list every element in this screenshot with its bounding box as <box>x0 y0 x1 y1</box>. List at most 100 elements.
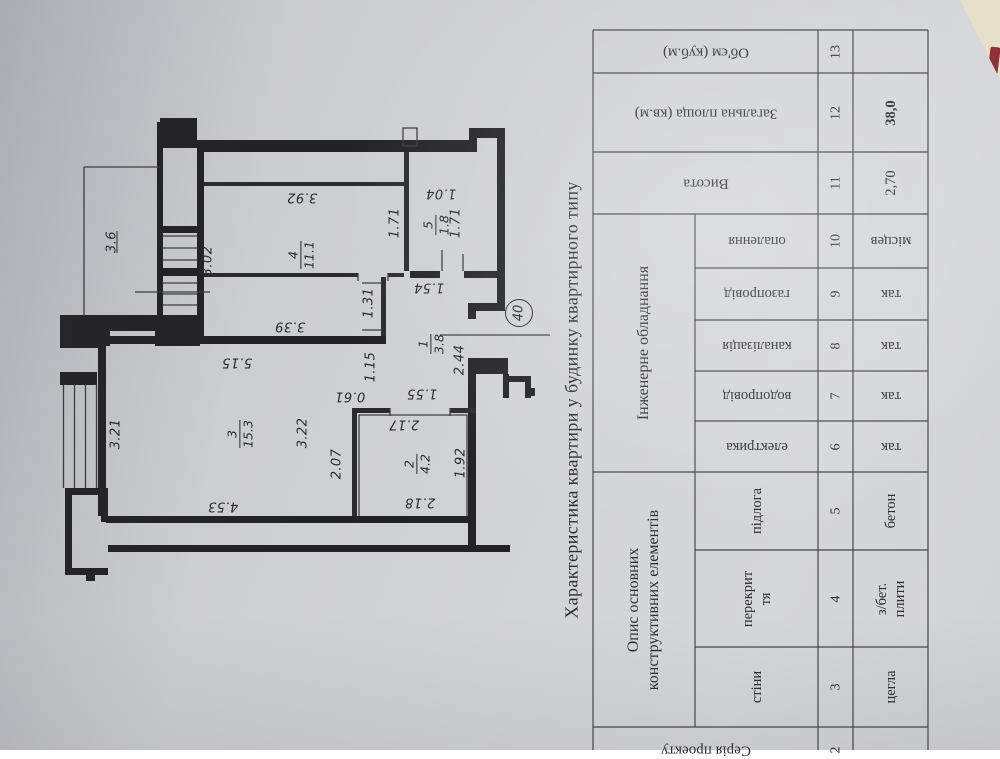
room-area: 15.3 <box>240 420 256 448</box>
plan-dimension-label-13-text: 2.17 <box>388 416 420 432</box>
group-header-desc-text: Опис основних <box>625 547 642 652</box>
column-header-10: опалення <box>728 232 785 250</box>
apartment-number-circle-icon <box>505 299 533 327</box>
balcony-area-label-text: 3.6 <box>104 231 120 253</box>
plan-dimension-label-2-text: 1.04 <box>425 185 457 201</box>
column-number-11-text: 11 <box>827 176 843 190</box>
plan-dimension-label-16: 2.07 <box>330 449 345 480</box>
column-header-13-text: Об'єм (куб.м) <box>662 43 749 60</box>
column-value-8: так <box>881 336 901 354</box>
column-header-11: Висота <box>683 174 728 193</box>
plan-dimension-label-1: 3.92 <box>287 190 318 205</box>
column-value-3: цегла <box>881 670 899 703</box>
plan-dimension-label-5-text: 1.31 <box>361 287 377 319</box>
plan-dimension-label-2: 1.04 <box>426 186 457 201</box>
column-value-4-text: з/бет. <box>873 582 890 615</box>
plan-dimension-label-7: 3.39 <box>275 319 306 334</box>
plan-dimension-label-12-text: 1.55 <box>406 385 438 401</box>
table-grid <box>592 29 929 750</box>
column-header-12-text: Загальна площа (кв.м) <box>634 104 777 121</box>
plan-dimension-label-10-text: 1.15 <box>363 351 379 383</box>
plan-dimension-label-8: 2.44 <box>453 345 468 376</box>
plan-dimension-label-11-text: 0.61 <box>334 388 366 404</box>
column-header-9: газопровід <box>724 285 790 303</box>
column-number-10-text: 10 <box>827 234 843 248</box>
column-header-4-text: перекрит <box>739 570 756 627</box>
plan-dimension-label-8-text: 2.44 <box>452 344 468 376</box>
room-area: 11.1 <box>301 241 317 269</box>
plan-dimension-label-16-text: 2.07 <box>329 448 345 480</box>
column-value-11-text: 2,70 <box>882 170 899 196</box>
plan-dimension-label-18-text: 2.18 <box>404 494 436 510</box>
column-header-8-text: каналізація <box>721 337 792 354</box>
plan-thin-lines <box>62 127 550 516</box>
plan-dimension-label-15-text: 3.22 <box>295 417 311 449</box>
plan-dimension-label-1-text: 3.92 <box>286 189 318 205</box>
column-value-5-text: бетон <box>882 493 899 529</box>
group-header-eng-text: Інженерне обладнання <box>635 265 652 421</box>
column-header-7-text: водопровід <box>722 388 791 405</box>
column-value-10-text: місцев <box>870 233 911 250</box>
apartment-number: 40 <box>511 304 527 322</box>
column-number-10: 10 <box>827 234 845 248</box>
plan-dimension-label-10: 1.15 <box>364 352 379 383</box>
plan-dimension-label-19-text: 4.53 <box>207 498 239 514</box>
column-value-6: так <box>881 437 901 455</box>
plan-dimension-label-17-text: 1.92 <box>453 447 469 479</box>
column-number-6: 6 <box>827 443 845 450</box>
column-header-12: Загальна площа (кв.м) <box>634 103 776 122</box>
group-header-eng: Інженерне обладнання <box>634 266 654 420</box>
column-number-5: 5 <box>827 508 845 515</box>
room-number: 1 <box>415 334 432 354</box>
room-area: 1.8 <box>436 215 452 235</box>
column-number-5-text: 5 <box>827 507 843 515</box>
column-number-11: 11 <box>827 176 845 189</box>
plan-dimension-label-0-text: 3.02 <box>200 245 216 277</box>
column-number-9: 9 <box>827 291 845 298</box>
column-number-12: 12 <box>827 106 845 120</box>
column-header-3-text: стіни <box>748 670 765 704</box>
column-header-7: водопровід <box>722 387 791 405</box>
plan-dimension-label-3-text: 1.71 <box>387 207 403 239</box>
column-number-4-text: 4 <box>827 595 843 602</box>
column-value-5: бетон <box>881 494 899 529</box>
plan-dimension-label-14: 3.21 <box>109 419 124 450</box>
column-value-7-text: так <box>880 388 901 405</box>
room-number: 4 <box>285 241 302 269</box>
column-header-4-text: тя <box>757 592 774 605</box>
column-number-6-text: 6 <box>827 443 843 450</box>
column-header-5: підлога <box>747 488 765 534</box>
plan-dimension-label-6: 1.54 <box>414 280 445 295</box>
column-value-9-text: так <box>880 286 901 303</box>
room-number: 3 <box>224 420 241 448</box>
column-value-10: місцев <box>870 232 911 250</box>
column-header-3: стіни <box>747 671 765 703</box>
plan-dimension-label-9: 5.15 <box>222 355 253 370</box>
column-number-7: 7 <box>827 393 845 400</box>
plan-dimension-label-3: 1.71 <box>388 208 403 239</box>
room-number: 5 <box>420 215 437 235</box>
column-header-13: Об'єм (куб.м) <box>662 42 748 61</box>
column-value-4-text: плити <box>891 580 908 617</box>
plan-dimension-label-15: 3.22 <box>296 418 311 449</box>
column-header-9-text: газопровід <box>723 286 790 303</box>
column-number-3-text: 3 <box>827 683 843 691</box>
plan-walls-partition <box>204 152 476 516</box>
plan-dimension-label-13: 2.17 <box>389 417 420 432</box>
plan-dimension-label-0: 3.02 <box>201 246 216 277</box>
room-area: 3.8 <box>431 334 447 354</box>
column-number-8: 8 <box>827 342 845 349</box>
plan-dimension-label-11: 0.61 <box>335 389 366 404</box>
column-number-13-text: 13 <box>827 44 843 59</box>
column-value-3-text: цегла <box>882 670 899 704</box>
plan-dimension-label-7-text: 3.39 <box>274 318 306 334</box>
column-value-9: так <box>881 285 901 303</box>
column-value-11: 2,70 <box>881 170 899 195</box>
plan-dimension-label-9-text: 5.15 <box>221 354 253 370</box>
